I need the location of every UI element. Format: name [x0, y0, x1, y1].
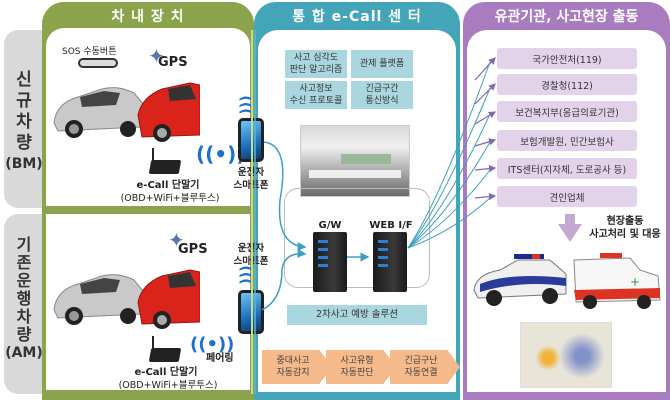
agency-item: 보험개발원, 민간보험사 [497, 130, 637, 151]
satellite-icon: ✦ [148, 44, 165, 68]
row-label-code: (BM) [5, 156, 43, 172]
wifi-signal-icon: ((•)) [196, 142, 246, 166]
agencies-panel-title: 유관기관, 사고현장 출동 [494, 9, 639, 25]
row-label-text: 신 규 차 량 [16, 70, 32, 153]
sos-button-label: SOS 수동버튼 [62, 47, 117, 57]
step-chevron: 중대사고 자동감지 [262, 350, 332, 384]
red-car [137, 269, 200, 329]
gps-label: GPS [178, 242, 208, 257]
map-markers [557, 331, 607, 381]
white-car [53, 87, 145, 138]
agency-item: 견인업체 [497, 186, 637, 207]
feature-box: 사고 심각도 판단 알고리즘 [285, 50, 347, 78]
down-arrow-shaft [565, 214, 575, 224]
down-arrow-icon [558, 224, 582, 242]
row-label-new-vehicle: 신 규 차 량 (BM) [4, 70, 44, 175]
feature-box: 관제 플랫폼 [351, 50, 413, 78]
satellite-icon: ✦ [168, 228, 185, 252]
ambulance-image: + [573, 253, 661, 309]
antenna-icon [152, 148, 154, 162]
row-label-code: (AM) [5, 345, 43, 361]
row-label-existing-vehicle: 기 존 운 행 차 량 (AM) [4, 236, 44, 362]
monitor-wall [341, 154, 391, 164]
antenna-icon [152, 336, 154, 350]
step-chevron: 긴급구난 자동연결 [390, 350, 460, 384]
ecall-terminal-device-icon [148, 348, 182, 362]
smartphone-icon [238, 290, 264, 334]
step-chevron: 사고유형 자동판단 [326, 350, 396, 384]
desk-row [309, 170, 401, 178]
wifi-signal-icon: ))) [238, 95, 255, 115]
feature-box: 긴급구간 통신방식 [351, 81, 413, 109]
ecall-terminal-label: e-Call 단말기 [136, 180, 200, 191]
center-panel-title: 통 합 e-Call 센 터 [292, 9, 422, 25]
agency-item: ITS센터(지자체, 도로공사 등) [497, 158, 637, 179]
control-room-image [300, 125, 410, 197]
white-car [53, 274, 145, 325]
prevention-solution-box: 2차사고 예방 솔루션 [287, 305, 427, 325]
red-car [137, 82, 200, 142]
ecall-terminal-label: e-Call 단말기 [134, 367, 198, 378]
wifi-signal-icon: ((•)) [190, 334, 235, 355]
gps-label: GPS [158, 55, 188, 70]
gateway-server-icon [313, 232, 347, 292]
agency-item: 보건복지부(응급의료기관) [497, 101, 637, 122]
gateway-label: G/W [318, 220, 342, 231]
police-car-image [473, 254, 567, 306]
driver-smartphone-label: 운전자 스마트폰 [233, 167, 269, 191]
server-group-frame [284, 188, 430, 288]
pairing-label: 페어링 [206, 353, 234, 364]
smartphone-icon [238, 118, 264, 162]
web-server-icon [373, 232, 407, 292]
driver-smartphone-label: 운전자 스마트폰 [233, 243, 269, 267]
agency-item: 경찰청(112) [497, 74, 637, 95]
feature-box: 사고정보 수신 프로토콜 [285, 81, 347, 109]
row-label-text: 기 존 운 행 차 량 [16, 235, 32, 344]
agency-item: 국가안전처(119) [497, 48, 637, 69]
crashed-cars-image [53, 269, 200, 329]
wifi-signal-icon: ))) [238, 265, 255, 285]
incident-map-image [520, 322, 612, 388]
ecall-terminal-device-icon [148, 160, 182, 174]
ecall-terminal-sub: (OBD+WiFi+블루투스) [120, 193, 220, 204]
ecall-terminal-sub: (OBD+WiFi+블루투스) [118, 380, 218, 391]
web-if-label: WEB I/F [369, 220, 413, 231]
svg-text:+: + [630, 275, 640, 289]
vehicle-panel-title: 차 내 장 치 [111, 9, 185, 25]
rearview-mirror-icon [78, 58, 118, 68]
dispatch-label: 현장출동 사고처리 및 대응 [589, 216, 661, 240]
row-divider [46, 206, 252, 214]
crashed-cars-image [53, 82, 200, 142]
